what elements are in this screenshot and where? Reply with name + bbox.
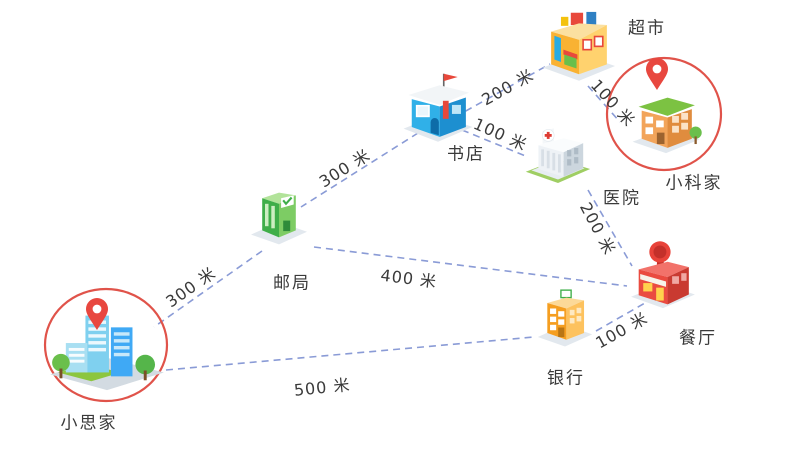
location-pin-icon — [644, 58, 670, 91]
distance-line-xiaosi-home-bank — [165, 336, 535, 371]
supermarket-label: 超市 — [628, 18, 666, 39]
xiaoke-home-building-icon — [628, 76, 704, 168]
xiaosi-home-building-icon — [46, 296, 168, 394]
hospital-building-icon — [514, 120, 602, 190]
bookstore-label: 书店 — [447, 144, 485, 165]
highlight-circle-xiaosi-home — [43, 287, 169, 403]
hospital-label: 医院 — [603, 188, 641, 209]
distance-line-bank-restaurant — [595, 302, 646, 332]
restaurant-label: 餐厅 — [679, 328, 717, 349]
location-pin-icon — [84, 298, 110, 331]
distance-line-post-office-xiaosi-home — [153, 250, 263, 328]
bank-label: 银行 — [547, 368, 585, 389]
xiaoke-home-label: 小科家 — [665, 173, 723, 194]
bookstore-building-icon — [397, 66, 479, 152]
distance-line-hospital-restaurant — [587, 189, 633, 267]
distance-line-bookstore-supermarket — [454, 63, 551, 118]
post-office-building-icon — [244, 170, 314, 260]
post-office-label: 邮局 — [273, 273, 311, 294]
bank-building-icon — [531, 276, 599, 360]
supermarket-building-icon — [538, 6, 620, 90]
distance-line-post-office-restaurant — [313, 246, 628, 287]
xiaosi-home-label: 小思家 — [60, 413, 118, 434]
highlight-circle-xiaoke-home — [605, 56, 723, 172]
distance-line-supermarket-xiaoke-home — [587, 85, 621, 123]
restaurant-building-icon — [625, 238, 701, 316]
